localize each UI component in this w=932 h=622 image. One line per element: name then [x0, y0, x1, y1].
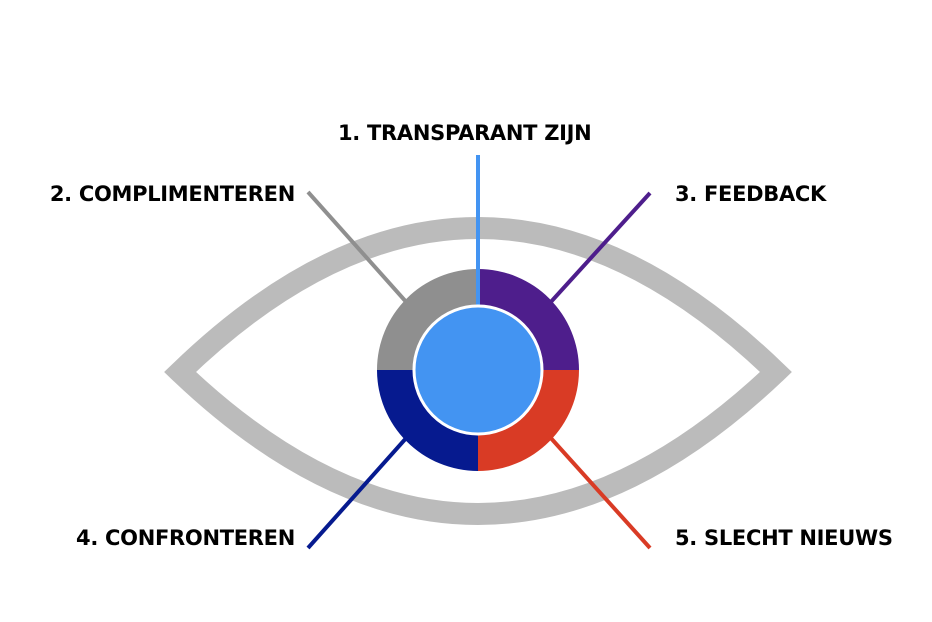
label-slecht-nieuws: 5. SLECHT NIEUWS [675, 526, 893, 550]
segment-slecht-nieuws [478, 370, 579, 471]
connector-feedback [547, 191, 652, 306]
pupil [412, 304, 544, 436]
connector-complimenteren [306, 190, 410, 306]
segment-feedback [478, 269, 579, 370]
segment-complimenteren [377, 269, 478, 370]
label-transparant-zijn: 1. TRANSPARANT ZIJN [338, 121, 592, 145]
connector-confronteren [306, 434, 410, 550]
eye-outline [164, 217, 792, 525]
label-complimenteren: 2. COMPLIMENTEREN [49, 182, 295, 206]
connector-slecht-nieuws [547, 434, 652, 550]
segment-confronteren [377, 370, 478, 471]
label-confronteren: 4. CONFRONTEREN [76, 526, 295, 550]
label-feedback: 3. FEEDBACK [675, 182, 827, 206]
